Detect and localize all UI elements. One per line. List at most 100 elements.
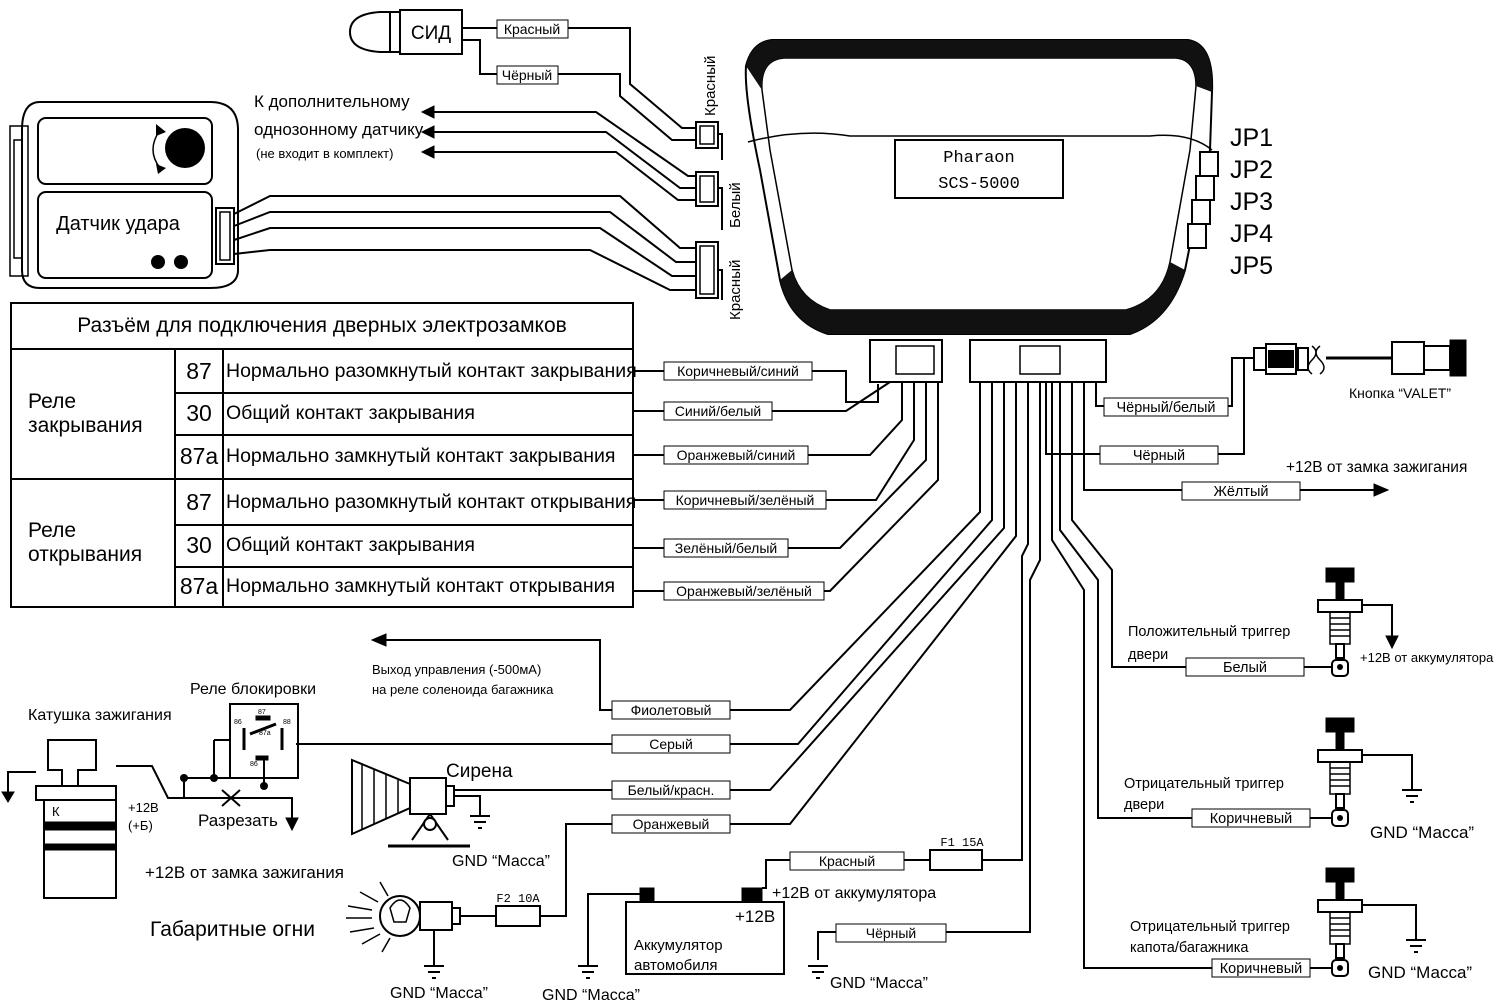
gnd-mass-2: GND “Масса” — [1368, 963, 1472, 982]
svg-text:86: 86 — [250, 761, 258, 768]
wire-black-white: Чёрный/белый — [1116, 400, 1215, 416]
car-battery — [578, 849, 983, 979]
cut-label: Разрезать — [198, 811, 278, 830]
pos-trigger-line2: двери — [1128, 647, 1168, 663]
gnd-black: GND “Масса” — [830, 975, 928, 992]
coil-plus1: +12В — [128, 800, 159, 815]
coil-plus2: (+Б) — [128, 818, 153, 833]
ignition-label: +12В от замка зажигания — [1286, 459, 1467, 476]
relay-title: Реле блокировки — [190, 681, 316, 698]
relay-close-line1: Реле — [28, 390, 76, 413]
wire-green-white: Зелёный/белый — [675, 540, 777, 556]
led-wire-black: Чёрный — [502, 67, 553, 83]
gnd-mass-1: GND “Масса” — [1370, 823, 1474, 842]
neg-hood-line1: Отрицательный триггер — [1130, 919, 1290, 935]
led-label: СИД — [411, 23, 451, 44]
pin-open-87a: 87a — [174, 566, 224, 606]
jumper-jp3: JP3 — [1230, 188, 1273, 216]
trunk-line1: Выход управления (-500мА) — [372, 662, 541, 677]
door-lock-table-title: Разъём для подключения дверных электроза… — [12, 304, 632, 350]
immobilizer-relay: 86 88 87 87a 86 — [213, 703, 299, 786]
wire-white-red: Белый/красн. — [628, 782, 715, 798]
svg-text:87a: 87a — [259, 730, 271, 737]
battery-plus-label: +12В от аккумулятора — [1360, 650, 1494, 665]
relay-open-line1: Реле — [28, 519, 76, 542]
door-lock-table: Разъём для подключения дверных электроза… — [10, 302, 637, 608]
trigger-switch-door-negative — [1317, 717, 1422, 827]
wire-white: Белый — [1223, 660, 1267, 676]
desc-open-30: Общий контакт закрывания — [226, 533, 475, 556]
svg-text:86: 86 — [234, 719, 242, 726]
siren-label: Сирена — [446, 761, 513, 782]
wire-brown-2: Коричневый — [1220, 961, 1303, 977]
pos-trigger-line1: Положительный триггер — [1128, 624, 1290, 640]
fuse2-label: F2 10A — [496, 892, 540, 906]
relay-close-group: Реле закрывания — [12, 350, 174, 478]
shock-sensor: Датчик удара — [9, 101, 239, 289]
pin-close-30: 30 — [174, 392, 224, 434]
siren — [351, 758, 490, 848]
wire-yellow: Жёлтый — [1213, 484, 1268, 500]
gnd-lights: GND “Масса” — [390, 985, 488, 1002]
wire-orange: Оранжевый — [633, 816, 710, 832]
lower-left-wiring — [296, 382, 1041, 960]
coil-title: Катушка зажигания — [28, 707, 172, 724]
jumper-jp5: JP5 — [1230, 252, 1273, 280]
connector-red-top: Красный — [702, 56, 719, 116]
extra-sensor-line1: К дополнительному — [254, 92, 410, 111]
wire-orange-green: Оранжевый/зелёный — [676, 583, 812, 599]
desc-open-87a: Нормально замкнутый контакт открывания — [226, 574, 616, 597]
wire-blue-white: Синий/белый — [675, 403, 761, 419]
parking-lights-label: Габаритные огни — [150, 918, 315, 941]
trigger-switch-positive — [1317, 567, 1399, 677]
shock-sensor-label: Датчик удара — [56, 213, 181, 235]
trigger-switch-hood-negative — [1317, 867, 1426, 977]
desc-open-87: Нормально разомкнутый контакт открывания — [226, 490, 637, 513]
unit-model: SCS-5000 — [938, 175, 1020, 194]
battery-line2: автомобиля — [634, 957, 718, 974]
relay-open-line2: открывания — [28, 543, 143, 566]
neg-door-line2: двери — [1124, 797, 1164, 813]
wire-orange-blue: Оранжевый/синий — [677, 447, 796, 463]
relay-open-group: Реле открывания — [12, 480, 174, 606]
neg-door-line1: Отрицательный триггер — [1124, 776, 1284, 792]
unit-brand: Pharaon — [943, 149, 1014, 168]
trunk-line2: на реле соленоида багажника — [372, 682, 554, 697]
valet-button[interactable] — [1253, 339, 1467, 377]
battery-feed-label: +12В от аккумулятора — [772, 885, 936, 902]
wire-brown-green: Коричневый/зелёный — [676, 492, 815, 508]
pin-open-30: 30 — [174, 524, 224, 566]
jumper-jp4: JP4 — [1230, 220, 1273, 248]
gnd-siren: GND “Масса” — [452, 853, 550, 870]
relay-close-line2: закрывания — [28, 414, 143, 437]
wire-brown-blue: Коричневый/синий — [677, 363, 799, 379]
gnd-battery: GND “Масса” — [542, 987, 640, 1002]
coil-k: К — [52, 804, 60, 819]
extra-sensor-line2: однозонному датчику — [254, 120, 424, 139]
wire-violet: Фиолетовый — [631, 702, 712, 718]
wire-black: Чёрный — [1133, 448, 1185, 464]
wire-red: Красный — [819, 853, 875, 869]
fuse1-label: F1 15A — [940, 836, 984, 850]
valet-button-label: Кнопка “VALET” — [1349, 385, 1451, 401]
connector-white: Белый — [727, 182, 744, 228]
unit-bottom-connectors — [869, 339, 1107, 383]
wire-brown-1: Коричневый — [1210, 811, 1293, 827]
wire-gray: Серый — [649, 736, 693, 752]
svg-text:88: 88 — [283, 719, 291, 726]
jumper-jp1: JP1 — [1230, 124, 1273, 152]
svg-text:87: 87 — [258, 709, 266, 716]
battery-line1: Аккумулятор — [634, 937, 723, 954]
led-wire-red: Красный — [504, 21, 560, 37]
control-unit: Pharaon SCS-5000 JP1 JP2 JP3 JP4 JP5 — [744, 39, 1273, 335]
pin-close-87a: 87a — [174, 434, 224, 478]
jumper-jp2: JP2 — [1230, 156, 1273, 184]
pin-open-87: 87 — [174, 480, 224, 524]
neg-hood-line2: капота/багажника — [1130, 940, 1249, 956]
extra-sensor-note: (не входит в комплект) — [256, 146, 393, 161]
battery-term: +12В — [735, 907, 775, 926]
parking-light-bulb — [346, 881, 541, 979]
ign-plus-label: +12В от замка зажигания — [145, 863, 344, 882]
desc-close-87a: Нормально замкнутый контакт закрывания — [226, 444, 616, 467]
